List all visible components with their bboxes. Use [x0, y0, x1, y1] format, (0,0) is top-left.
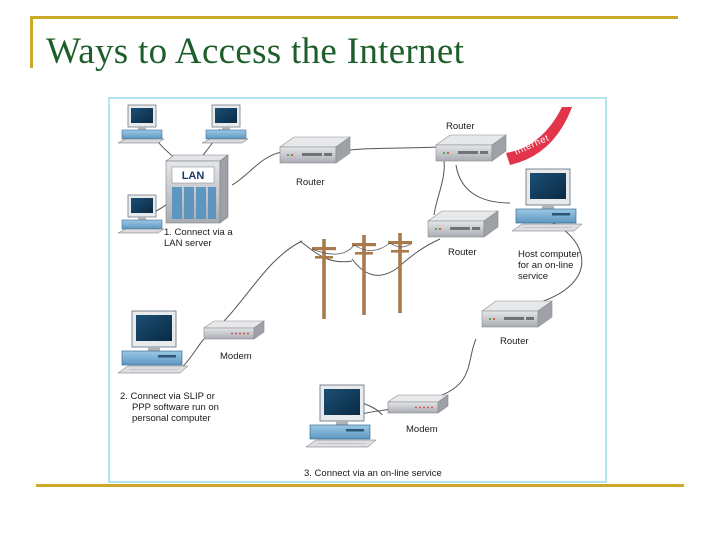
- internet-gateway-router: [435, 134, 507, 162]
- slip-ppp-personal-computer: [117, 310, 189, 374]
- option-1-label-line-2: LAN server: [164, 238, 212, 249]
- slide-title: Ways to Access the Internet: [46, 31, 465, 72]
- online-service-modem: [387, 394, 449, 414]
- phone-line-router-label: Router: [448, 247, 477, 258]
- option-2-label-line-2: PPP software run on: [132, 402, 219, 413]
- host-computer: [511, 168, 583, 232]
- option-2-label-line-1: 2. Connect via SLIP or: [120, 391, 215, 402]
- lan-server: LAN: [165, 154, 229, 224]
- option-2-label-line-3: personal computer: [132, 413, 211, 424]
- online-service-modem-label: Modem: [406, 424, 438, 435]
- online-service-router-label: Router: [500, 336, 529, 347]
- telephone-pole-1: [312, 239, 336, 319]
- internet-cloud-band: Internet: [506, 107, 572, 165]
- host-computer-label-line-2: for an on-line: [518, 260, 573, 271]
- internet-gateway-router-label: Router: [446, 121, 475, 132]
- lan-client-pc-1: [117, 104, 165, 144]
- lan-router: [279, 136, 351, 164]
- diagram-canvas: Internet LAN 1. Connect via a LAN server…: [117, 104, 583, 479]
- slip-ppp-modem: [203, 320, 265, 340]
- host-computer-label-line-3: service: [518, 271, 548, 282]
- network-cables: [149, 128, 583, 416]
- online-service-personal-computer: [305, 384, 377, 448]
- lan-client-pc-3: [117, 194, 165, 234]
- left-rule: [30, 16, 33, 68]
- option-3-label: 3. Connect via an on-line service: [304, 468, 442, 479]
- top-rule: [30, 16, 678, 19]
- telephone-wires: [311, 242, 413, 255]
- host-computer-label-line-1: Host computer: [518, 249, 580, 260]
- network-diagram: Internet LAN 1. Connect via a LAN server…: [108, 97, 607, 483]
- bottom-rule: [36, 484, 684, 487]
- option-1-label-line-1: 1. Connect via a: [164, 227, 233, 238]
- lan-server-label: LAN: [182, 170, 205, 182]
- lan-client-pc-2: [201, 104, 249, 144]
- online-service-router: [481, 300, 553, 328]
- lan-router-label: Router: [296, 177, 325, 188]
- phone-line-router: [427, 210, 499, 238]
- slip-ppp-modem-label: Modem: [220, 351, 252, 362]
